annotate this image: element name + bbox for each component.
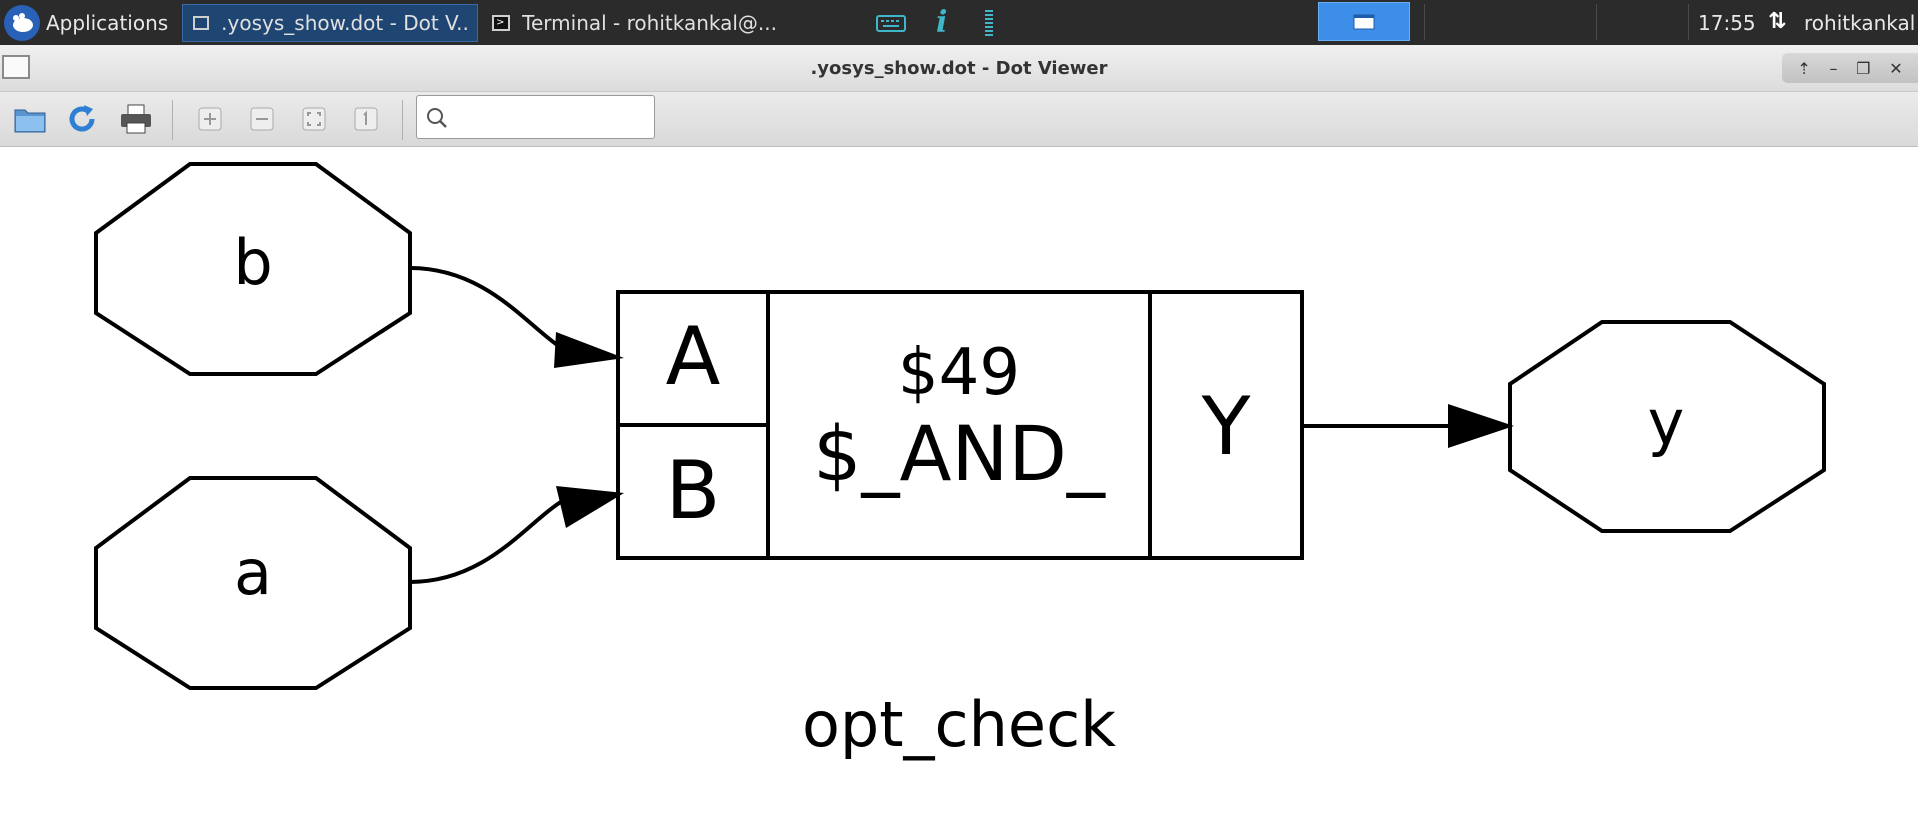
window-titlebar[interactable]: .yosys_show.dot - Dot Viewer ⇡ – ❐ ✕	[0, 45, 1918, 92]
arrowhead	[1448, 404, 1514, 448]
cpu-meter-icon[interactable]	[984, 0, 994, 45]
panel-separator	[1596, 4, 1597, 40]
input-node-b-label: b	[233, 226, 272, 299]
edge-a-to-B	[409, 492, 581, 584]
reload-button[interactable]	[62, 99, 102, 139]
open-icon	[14, 109, 46, 133]
input-node-a[interactable]	[94, 476, 412, 690]
search-field[interactable]	[416, 95, 655, 139]
reload-icon	[69, 105, 95, 132]
network-icon[interactable]: ⇅	[1768, 9, 1787, 34]
workspace-window-icon	[1353, 14, 1375, 29]
terminal-icon: >	[492, 14, 511, 31]
dot-graph: b a A B $49 $_AND_ Y y opt_check	[94, 162, 1826, 761]
graph-canvas[interactable]: b a A B $49 $_AND_ Y y opt_check	[0, 148, 1918, 832]
cell-port-a-label: A	[666, 310, 721, 403]
zoom-fit-icon	[302, 107, 326, 131]
window-icon	[193, 15, 210, 30]
info-icon[interactable]: i	[936, 5, 948, 40]
edge-b-to-A	[409, 266, 581, 358]
shade-icon[interactable]: ⇡	[1797, 58, 1811, 78]
input-node-b[interactable]	[94, 162, 412, 376]
taskbar-item-label: .yosys_show.dot - Dot V...	[221, 10, 468, 35]
search-icon	[427, 108, 447, 128]
xfce-mouse-icon	[4, 4, 40, 41]
open-button[interactable]	[10, 99, 50, 139]
cell-port-y-label: Y	[1201, 380, 1252, 473]
zoom-100-icon	[354, 107, 378, 131]
window-menu-icon[interactable]	[2, 55, 30, 79]
taskbar-item-terminal[interactable]: > Terminal - rohitkankal@...	[482, 4, 787, 42]
toolbar-separator	[172, 100, 173, 140]
applications-menu[interactable]: Applications	[0, 0, 178, 45]
panel-separator	[1688, 4, 1689, 40]
applications-label: Applications	[46, 10, 169, 35]
cell-port-b-label: B	[666, 444, 721, 537]
toolbar	[0, 92, 1918, 147]
top-panel: Applications .yosys_show.dot - Dot V... …	[0, 0, 1918, 45]
zoom-fit-button[interactable]	[294, 99, 334, 139]
window-title: .yosys_show.dot - Dot Viewer	[810, 58, 1108, 79]
cell-id-label: $49	[898, 336, 1020, 410]
output-node-y-label: y	[1648, 386, 1685, 459]
user-menu[interactable]: rohitkankal	[1804, 10, 1916, 35]
zoom-out-icon	[250, 107, 274, 131]
toolbar-separator	[402, 100, 403, 140]
output-node-y[interactable]	[1508, 320, 1826, 533]
arrowhead	[556, 486, 624, 528]
zoom-out-button[interactable]	[242, 99, 282, 139]
taskbar-item-label: Terminal - rohitkankal@...	[522, 10, 777, 35]
window-controls: ⇡ – ❐ ✕	[1782, 53, 1918, 83]
graph-caption: opt_check	[802, 688, 1116, 761]
zoom-in-button[interactable]	[190, 99, 230, 139]
zoom-in-icon	[198, 107, 222, 131]
taskbar-item-dot-viewer[interactable]: .yosys_show.dot - Dot V...	[182, 3, 479, 42]
panel-separator	[1424, 4, 1425, 40]
cell-type-label: $_AND_	[813, 409, 1106, 498]
zoom-100-button[interactable]	[346, 99, 386, 139]
workspace-switcher[interactable]	[1318, 2, 1410, 41]
minimize-icon[interactable]: –	[1829, 58, 1838, 78]
arrowhead	[554, 332, 624, 368]
search-input[interactable]	[453, 102, 643, 132]
clock[interactable]: 17:55	[1698, 10, 1756, 35]
keyboard-icon[interactable]	[876, 0, 906, 45]
input-node-a-label: a	[234, 536, 272, 609]
print-icon	[121, 104, 151, 134]
maximize-icon[interactable]: ❐	[1856, 58, 1871, 78]
print-button[interactable]	[116, 99, 156, 139]
close-icon[interactable]: ✕	[1889, 58, 1903, 78]
